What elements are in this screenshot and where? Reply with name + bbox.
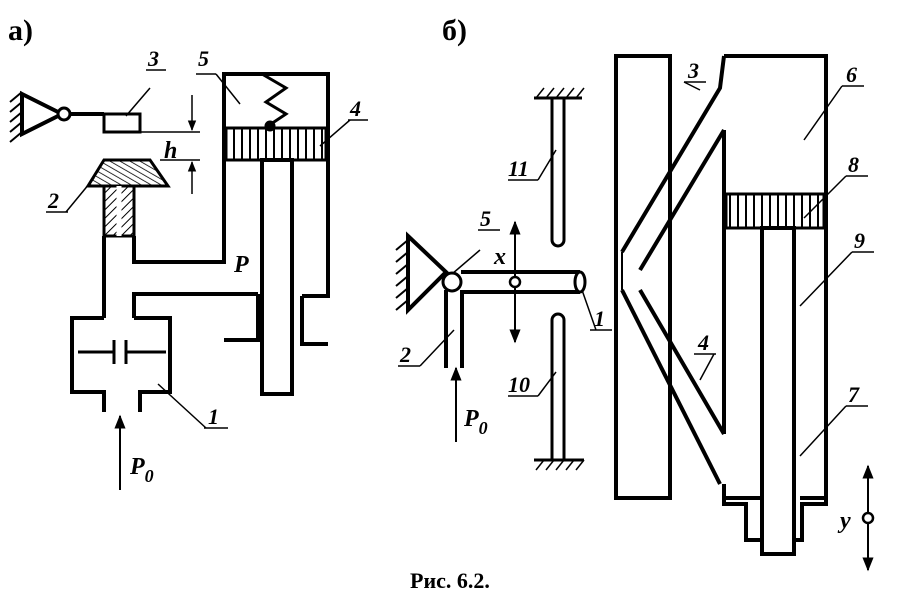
label-b-5: 5 [480,206,491,231]
gland-right [794,498,828,542]
label-y: y [837,508,851,534]
pivot-joint-right [441,271,463,293]
spring [261,72,289,128]
jet-nozzle-tip [573,270,587,294]
cylinder-wall-left [224,294,260,342]
label-a-2: 2 [47,188,59,213]
panel-label-b: б) [442,14,467,47]
label-b-9: 9 [854,228,865,253]
label-P: P [233,252,249,278]
piston [224,126,328,162]
y-point [861,511,875,525]
channel-4-outer [620,289,722,485]
jet-pipe [461,270,580,294]
label-b-P0: P0 [463,406,488,438]
channel-3-inner [638,128,726,272]
labels: а) б) 3 5 4 2 1 h P P0 5 x 2 1 11 10 3 4… [8,14,865,593]
piston-rod-9 [760,226,796,556]
label-b-11: 11 [508,156,529,181]
label-h: h [164,138,177,164]
diagram-a [9,69,368,490]
label-a-5: 5 [198,46,209,71]
label-a-3: 3 [147,46,159,71]
receiver-left-block [614,54,672,500]
jet-pipe-point [508,275,522,289]
label-a-P0: P0 [129,454,154,486]
figure-caption: Рис. 6.2. [410,568,490,593]
dimension-h [140,95,200,194]
nozzle-cone [85,158,171,188]
spring-top [534,87,585,248]
piston-rod [260,158,294,396]
label-x: x [493,244,506,270]
cylinder-wall-right [300,296,328,346]
flapper-block [102,112,142,134]
label-b-3: 3 [687,58,699,83]
spring-pin [264,120,276,132]
label-b-7: 7 [848,382,860,407]
supply-pipe [444,290,464,368]
diagram-b [395,54,875,572]
leaders-b [398,81,874,457]
label-b-10: 10 [508,372,530,397]
label-b-6: 6 [846,62,857,87]
label-b-2: 2 [399,342,411,367]
label-b-1: 1 [594,306,605,331]
leaders-a [46,69,368,429]
panel-label-a: а) [8,14,33,47]
piston-8 [724,192,826,230]
label-a-1: 1 [208,404,219,429]
channel-3-outer [620,55,726,254]
cylinder-outline [132,72,330,298]
throttle-chamber-left [70,316,106,412]
wall-anchor-right [395,231,449,315]
gland-left [722,496,762,542]
pivot-joint [56,106,72,122]
pipe-top-branch [132,292,258,318]
label-b-8: 8 [848,152,859,177]
spring-bottom [534,312,585,471]
label-b-4: 4 [697,330,709,355]
throttle-symbol [78,340,166,364]
channel-4-inner [638,288,726,436]
wall-anchor-left [9,90,67,143]
label-a-4: 4 [349,96,361,121]
throttle-chamber-right [134,316,172,412]
